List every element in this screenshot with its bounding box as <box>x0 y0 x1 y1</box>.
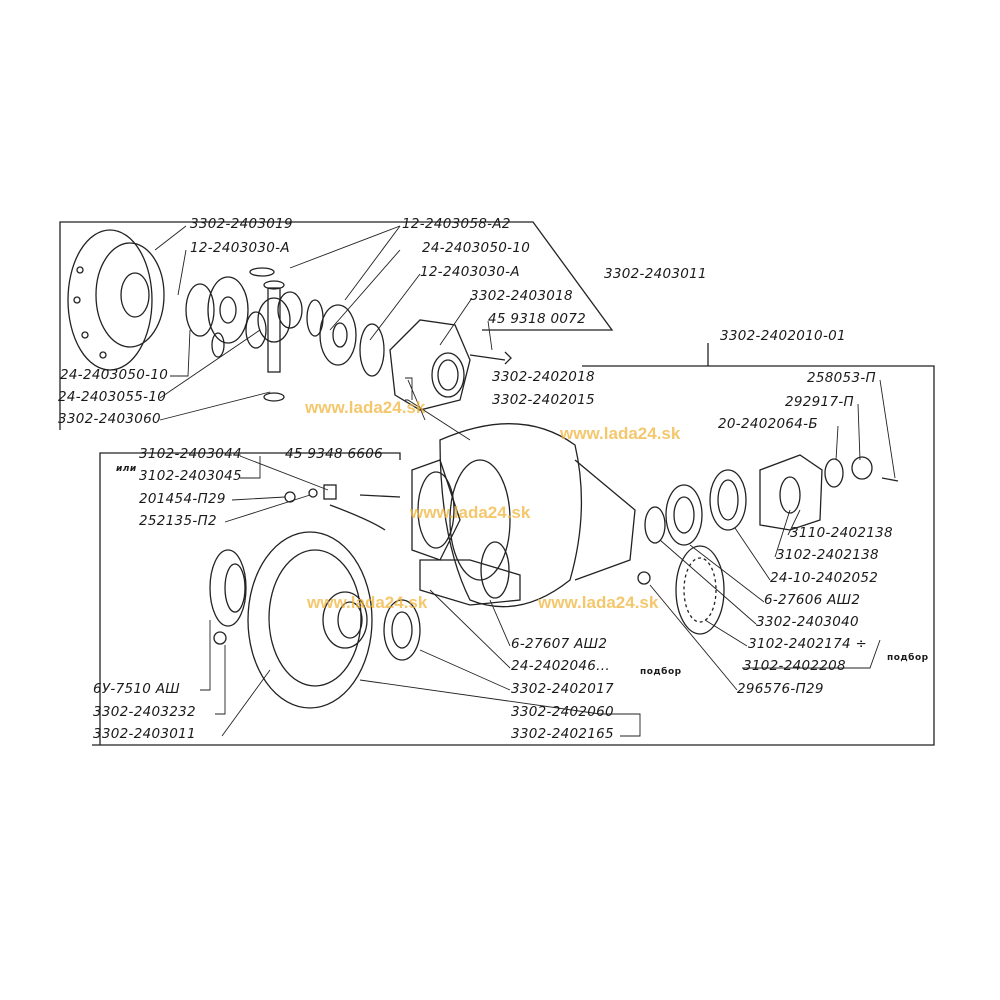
label-3102-2402138: 3102-2402138 <box>776 547 879 563</box>
label-3302-2403011-top: 3302-2403011 <box>604 266 707 282</box>
label-3110-2402138: 3110-2402138 <box>790 525 893 541</box>
side-gear-left <box>207 276 249 344</box>
drive-pinion <box>419 541 521 606</box>
watermark: www.lada24.sk <box>538 593 659 612</box>
label-podbor-center: подбор <box>640 667 682 677</box>
carrier-bearing-cap <box>411 459 461 561</box>
label-24-2403050-10: 24-2403050-10 <box>422 240 531 256</box>
ring-gear-bolt <box>213 631 227 645</box>
label-258053-p: 258053-П <box>807 370 876 386</box>
diff-case-half-left <box>67 229 165 371</box>
ring-gear <box>247 531 373 709</box>
bearing-right <box>383 599 421 661</box>
label-24-2402046: 24-2402046... <box>511 658 610 674</box>
label-3102-2402174: 3102-2402174 ÷ <box>748 636 868 652</box>
diff-case-half-right <box>389 319 471 411</box>
cotter-pin <box>881 477 899 482</box>
label-3302-2402015: 3302-2402015 <box>492 392 595 408</box>
label-24-2403055-10: 24-2403055-10 <box>58 389 167 405</box>
watermark: www.lada24.sk <box>410 503 531 522</box>
label-45-9318-0072: 45 9318 0072 <box>488 311 587 327</box>
label-6u-7510-ash: 6У-7510 АШ <box>93 681 181 697</box>
oil-seal <box>709 469 747 531</box>
bolt-45-9348 <box>329 494 401 531</box>
spacer-ring <box>644 506 666 544</box>
label-6-27606-ash2: 6-27606 АШ2 <box>764 592 861 608</box>
label-3302-2402165: 3302-2402165 <box>511 726 614 742</box>
label-45-9348-6606: 45 9348 6606 <box>285 446 384 462</box>
label-12-2403030-a: 12-2403030-А <box>190 240 290 256</box>
washer <box>824 458 844 488</box>
label-podbor-right: подбор <box>887 653 929 663</box>
label-24-10-2402052: 24-10-2402052 <box>770 570 879 586</box>
thrust-washer <box>185 283 215 337</box>
label-6-27607-ash2: 6-27607 АШ2 <box>511 636 608 652</box>
watermark: www.lada24.sk <box>305 398 426 417</box>
label-20-2402064-b: 20-2402064-Б <box>718 416 818 432</box>
side-gear-right <box>319 304 357 366</box>
label-3102-2403044: 3102-2403044 <box>139 446 242 462</box>
label-201454-p29: 201454-П29 <box>139 491 226 507</box>
spider-with-pinions <box>245 280 303 402</box>
flange <box>759 454 823 531</box>
label-24-2403050-10-left: 24-2403050-10 <box>60 367 169 383</box>
nut <box>851 456 873 480</box>
watermark: www.lada24.sk <box>560 424 681 443</box>
axle-housing <box>439 423 636 608</box>
label-3302-2403011-bottom: 3302-2403011 <box>93 726 196 742</box>
label-3302-2403060: 3302-2403060 <box>58 411 161 427</box>
label-12-2403030-a-2: 12-2403030-А <box>420 264 520 280</box>
label-3302-2402060: 3302-2402060 <box>511 704 614 720</box>
top-group-frame <box>59 221 614 430</box>
watermark: www.lada24.sk <box>307 593 428 612</box>
label-3302-2403019: 3302-2403019 <box>190 216 293 232</box>
bolt <box>469 351 512 365</box>
label-292917-p: 292917-П <box>785 394 854 410</box>
label-3102-2402208: 3102-2402208 <box>743 658 846 674</box>
label-12-2403058-a2: 12-2403058-А2 <box>402 216 511 232</box>
bearing-6-27606 <box>665 484 703 546</box>
label-3102-2403045: 3102-2403045 <box>139 468 242 484</box>
label-3302-2402017: 3302-2402017 <box>511 681 614 697</box>
label-252135-p2: 252135-П2 <box>139 513 217 529</box>
label-3302-2403040: 3302-2403040 <box>756 614 859 630</box>
washer-top <box>249 267 275 277</box>
main-frame <box>92 365 935 746</box>
label-296576-p29: 296576-П29 <box>737 681 824 697</box>
plug <box>637 571 651 585</box>
label-3302-2402018: 3302-2402018 <box>492 369 595 385</box>
label-3302-2403018: 3302-2403018 <box>470 288 573 304</box>
label-or: или <box>116 464 137 474</box>
bearing-race <box>675 545 725 635</box>
label-3302-2402010-01: 3302-2402010-01 <box>720 328 846 344</box>
label-3302-2403232: 3302-2403232 <box>93 704 196 720</box>
bearing-left <box>209 549 247 627</box>
